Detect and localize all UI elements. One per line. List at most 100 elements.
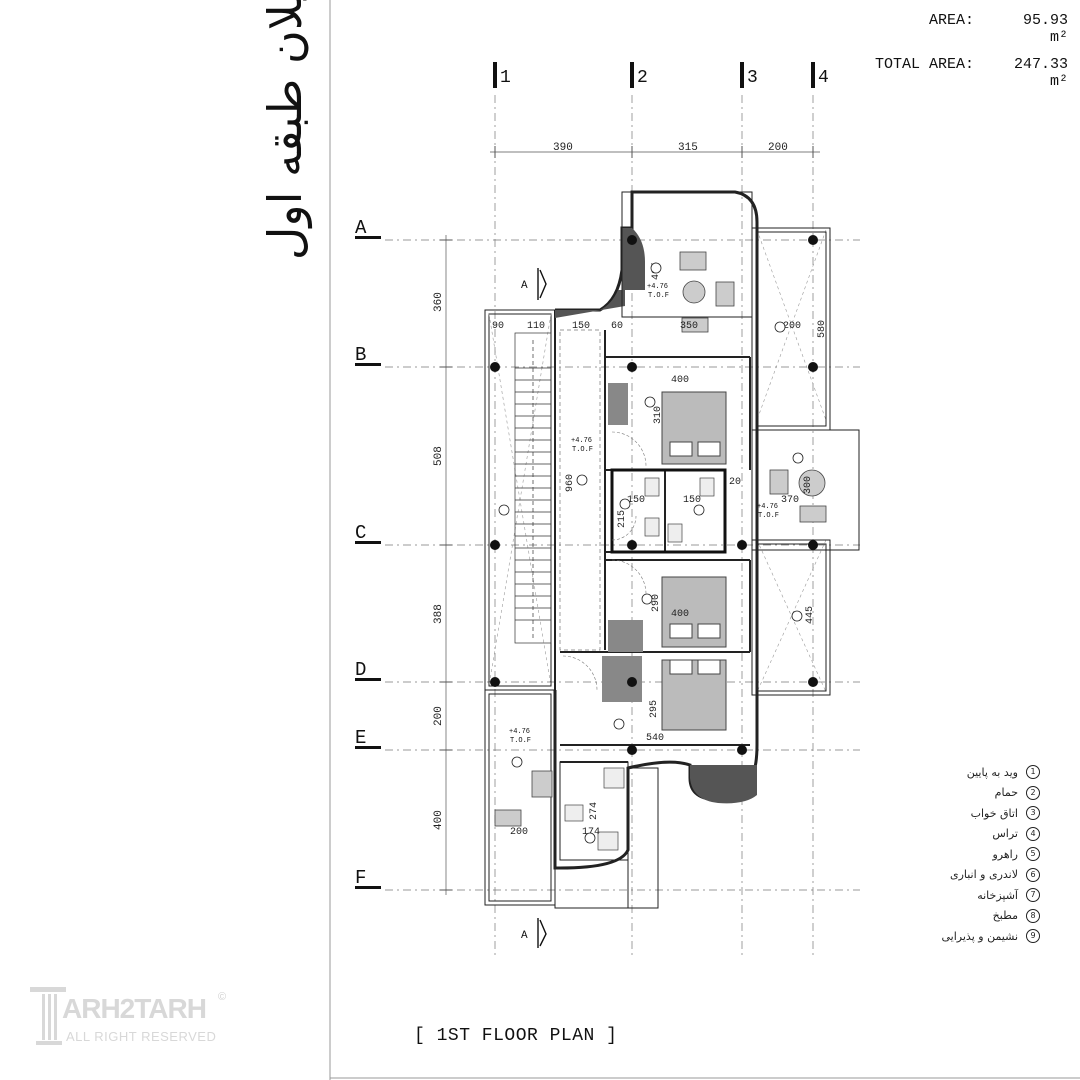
legend-text: راهرو: [992, 847, 1018, 861]
dim-left-400: 400: [433, 810, 445, 830]
bathroom-fixtures: [564, 477, 715, 851]
row-label-a: A: [355, 217, 367, 239]
logo-column-icon: [30, 987, 66, 1045]
shaded-blocks: [602, 383, 643, 702]
legend-number: 6: [1026, 867, 1040, 882]
level-mark-corridor: +4.76: [571, 437, 592, 445]
door-swings: [562, 431, 647, 691]
area-value: 95.93 m²: [1022, 12, 1068, 46]
row-label-f: F: [355, 867, 366, 889]
dim-200-b: 200: [783, 321, 801, 332]
legend-text: تراس: [992, 827, 1018, 841]
area-label: AREA:: [928, 12, 974, 29]
level-mark-top: +4.76: [647, 283, 668, 291]
dim-90: 90: [492, 321, 504, 332]
dim-top-200: 200: [768, 142, 788, 154]
column-markers: 1 2 3 4: [493, 62, 829, 88]
level-mark-top-sub: T.O.F: [648, 292, 669, 300]
legend-item: آشپزخانه 7: [930, 885, 1040, 906]
row-label-b: B: [355, 344, 366, 366]
dim-350: 350: [680, 321, 698, 332]
logo-text: ARH2TARH: [62, 993, 207, 1024]
legend-text: آشپزخانه: [977, 888, 1018, 902]
structural-columns: [490, 235, 818, 755]
dim-540: 540: [646, 733, 664, 744]
dim-left-200: 200: [433, 706, 445, 726]
total-area-label: TOTAL AREA:: [874, 56, 974, 73]
dim-left-388: 388: [433, 604, 445, 624]
legend-number: 8: [1026, 908, 1040, 923]
legend-number: 3: [1026, 806, 1040, 821]
section-label-bottom: A: [521, 930, 528, 942]
dim-400-a: 400: [671, 375, 689, 386]
dim-60: 60: [611, 321, 623, 332]
legend-item: اتاق خواب 3: [930, 803, 1040, 824]
legend-number: 2: [1026, 785, 1040, 800]
legend-number: 9: [1026, 929, 1040, 944]
dim-top-315: 315: [678, 142, 698, 154]
legend-number: 4: [1026, 826, 1040, 841]
plan-title: [ 1ST FLOOR PLAN ]: [414, 1026, 618, 1046]
legend-item: تراس 4: [930, 824, 1040, 845]
column-label-1: 1: [500, 68, 511, 88]
dim-150-b: 150: [627, 495, 645, 506]
dim-200-c: 200: [510, 827, 528, 838]
level-mark-right: +4.76: [757, 503, 778, 511]
legend-number: 7: [1026, 888, 1040, 903]
legend-text: مطبخ: [992, 909, 1018, 923]
section-label-top: A: [521, 280, 528, 292]
row-markers: A B C D E F: [355, 217, 381, 889]
column-label-2: 2: [637, 68, 648, 88]
dim-290: 290: [651, 594, 662, 612]
room-number-circles: [498, 262, 804, 844]
dim-left-508: 508: [433, 446, 445, 466]
row-label-e: E: [355, 727, 366, 749]
area-summary: AREA: 95.93 m² TOTAL AREA: 247.33 m²: [875, 12, 1068, 100]
dim-445: 445: [805, 606, 816, 624]
legend-item: حمام 2: [930, 783, 1040, 804]
level-mark-bottom-sub: T.O.F: [510, 737, 531, 745]
level-mark-right-sub: T.O.F: [758, 512, 779, 520]
dim-20: 20: [729, 477, 741, 488]
right-terraces: [751, 227, 860, 696]
dim-174: 174: [582, 827, 600, 838]
legend-item: نشیمن و پذیرایی 9: [930, 926, 1040, 947]
legend-item: مطبخ 8: [930, 906, 1040, 927]
dim-left-360: 360: [433, 292, 445, 312]
total-area-value: 247.33 m²: [1013, 56, 1068, 90]
watermark-logo: ARH2TARH ALL RIGHT RESERVED ©: [28, 985, 238, 1055]
dim-300: 300: [803, 476, 814, 494]
level-mark-bottom: +4.76: [509, 728, 530, 736]
legend-text: نشیمن و پذیرایی: [941, 929, 1018, 943]
legend-text: اتاق خواب: [970, 806, 1018, 820]
dim-960: 960: [565, 474, 576, 492]
dim-274: 274: [589, 802, 600, 820]
beds: [661, 391, 727, 731]
section-marker-bottom: A: [521, 918, 547, 948]
staircase: [514, 332, 552, 644]
section-marker-top: A: [521, 268, 547, 300]
dim-top-390: 390: [553, 142, 573, 154]
level-marks: +4.76 T.O.F +4.76 T.O.F +4.76 T.O.F +4.7…: [509, 283, 779, 745]
dim-400-b: 400: [671, 609, 689, 620]
terrace-furniture: [494, 251, 827, 827]
row-label-d: D: [355, 659, 366, 681]
grid-lines-horizontal: [385, 239, 860, 891]
total-area-row: TOTAL AREA: 247.33 m²: [875, 56, 1068, 90]
bottom-terrace: [554, 761, 659, 909]
dim-580: 580: [817, 320, 828, 338]
column-label-4: 4: [818, 68, 829, 88]
dim-310: 310: [653, 406, 664, 424]
legend-number: 1: [1026, 765, 1040, 780]
dim-150-a: 150: [572, 321, 590, 332]
legend-text: حمام: [994, 786, 1018, 800]
row-label-c: C: [355, 522, 366, 544]
top-dimension-chain: 390 315 200: [490, 142, 820, 158]
bathroom-block: [610, 468, 727, 554]
dim-295: 295: [649, 700, 660, 718]
